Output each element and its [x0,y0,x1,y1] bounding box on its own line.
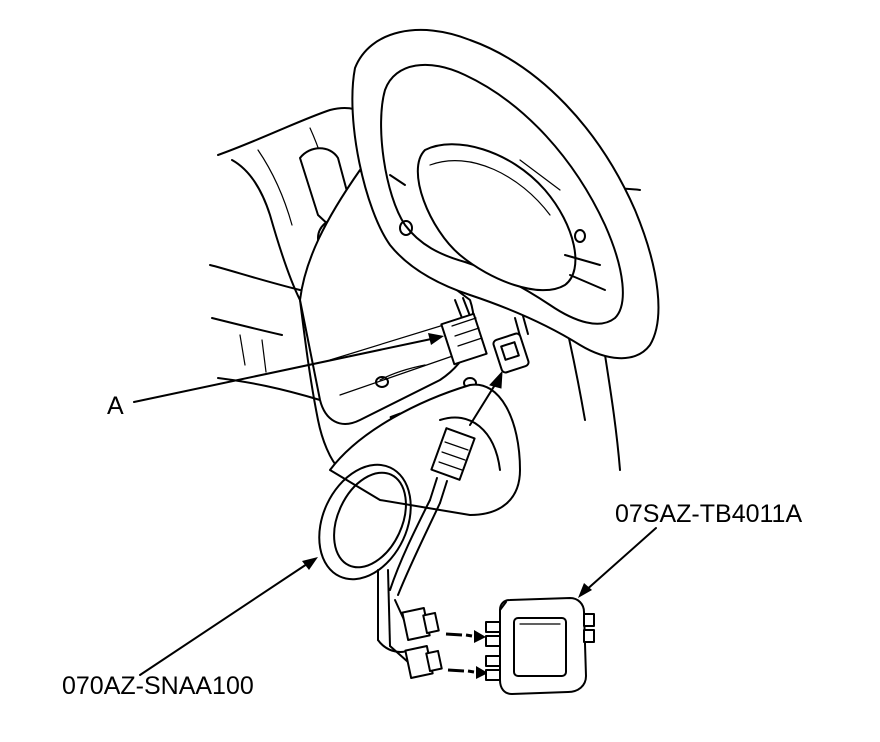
harness-plug [429,370,503,504]
harness-end-connectors [401,607,443,679]
callout-harness-label: 070AZ-SNAA100 [62,672,254,700]
leader-lines [133,333,657,676]
leader-harness [139,561,311,676]
connection-arrows [445,630,488,679]
harness-cable-loop [318,463,441,663]
steering-wheel [351,29,660,360]
connector-a-right [492,332,530,374]
column-connectors [440,297,530,374]
leader-tester [583,527,657,593]
lower-column-cover [329,383,521,516]
callout-a-label: A [107,392,124,420]
tester-box [485,597,595,695]
leader-a [133,337,437,403]
callout-tester-label: 07SAZ-TB4011A [615,500,803,528]
connector-a-left [440,312,488,366]
